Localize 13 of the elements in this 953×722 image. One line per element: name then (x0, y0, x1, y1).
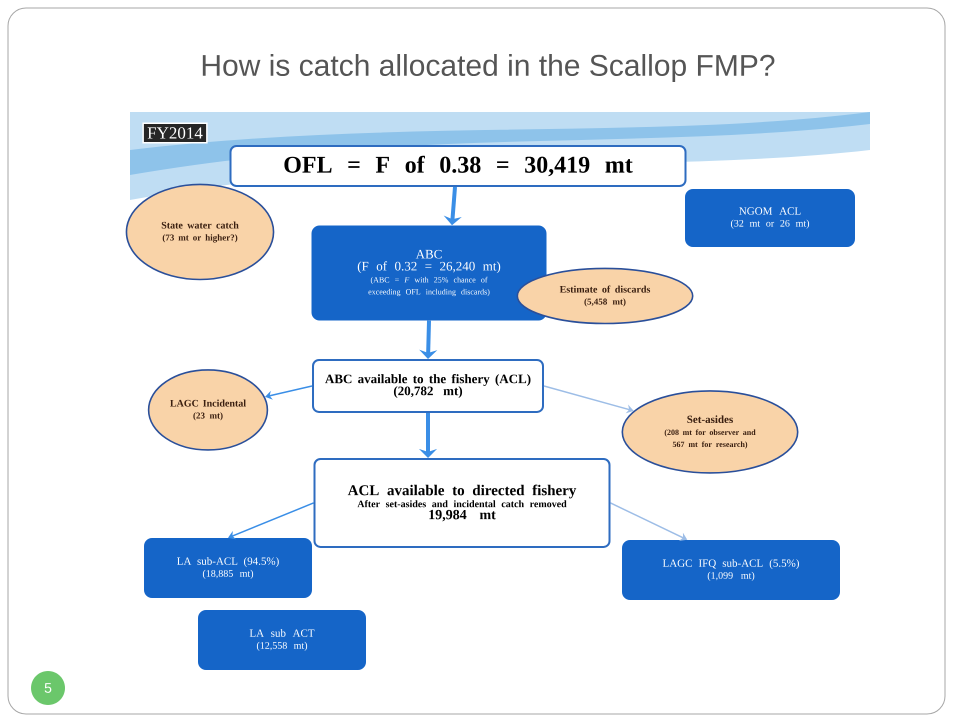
arrow (265, 385, 312, 400)
arrow (228, 502, 314, 540)
slide-number-badge: 5 (31, 670, 65, 705)
process-box: OFL = F of 0.38 = 30,419 mt (230, 145, 686, 187)
quantity-box: NGOM ACL (32 mt or 26 mt) (685, 189, 855, 247)
quantity-box: ABC (F of 0.32 = 26,240 mt) (ABC = F with 25% chance of exceeding OFL including discards) (312, 225, 546, 320)
process-box: ACL available to directed fishery After set-asides and incidental catch removed 19,984 mt (314, 458, 610, 548)
slide-title: How is catch allocated in the Scallop FMP? (202, 54, 774, 82)
process-box: ABC available to the fishery (ACL) (20,782 mt) (312, 358, 544, 413)
quantity-box: LA sub ACT (12,558 mt) (198, 610, 366, 670)
quantity-box: LA sub-ACL (94.5%) (18,885 mt) (144, 538, 312, 598)
quantity-box: LAGC IFQ sub-ACL (5.5%) (1,099 mt) (622, 540, 840, 600)
year-tag: FY2014 (142, 122, 208, 144)
